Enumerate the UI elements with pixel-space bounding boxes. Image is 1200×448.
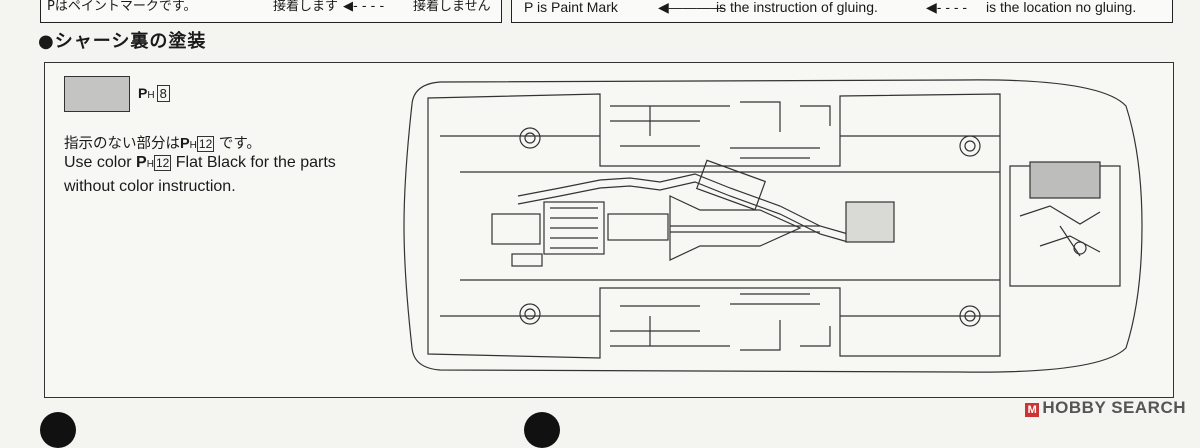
legend-en-no-glue: is the location no gluing. <box>986 0 1137 15</box>
note-en-number: 12 <box>153 155 172 171</box>
legend-en-solid-arrow: ◀———— <box>658 0 725 15</box>
legend-jp-no-glue: 接着しません <box>413 0 491 14</box>
legend-en-glue: is the instruction of gluing. <box>716 0 878 15</box>
next-step-circle-a <box>40 412 76 448</box>
rear-left-hub <box>959 135 981 157</box>
watermark-logo-icon: M <box>1025 403 1040 417</box>
note-jp-before: 指示のない部分は <box>64 136 180 152</box>
note-en-after: Flat Black for the parts <box>171 154 336 171</box>
paint-swatch <box>64 76 130 112</box>
legend-english: P is Paint Mark ◀———— is the instruction… <box>511 0 1173 23</box>
note-jp-number: 12 <box>196 136 215 152</box>
front-right-hub <box>519 303 541 325</box>
catalytic-converter <box>695 159 767 211</box>
exhaust-pipe <box>517 173 849 235</box>
legend-japanese: Pはペイントマークです。 接着します ◀- - - - 接着しません <box>40 0 502 23</box>
instruction-frame <box>44 62 1174 398</box>
rear-gray-panel <box>1029 161 1101 199</box>
floor-panel <box>427 93 1001 359</box>
rear-right-hub <box>959 305 981 327</box>
section-title: ●シャーシ裏の塗装 <box>38 31 207 52</box>
legend-en-paint-mark: P is Paint Mark <box>524 0 618 15</box>
chassis-underside-diagram <box>403 79 1143 373</box>
legend-en-dash-arrow: ◀- - - - <box>926 0 968 15</box>
engine-block <box>491 213 541 245</box>
paint-mark-p: P <box>138 85 148 101</box>
top-legend-strip: Pはペイントマークです。 接着します ◀- - - - 接着しません P is … <box>0 0 1200 24</box>
muffler <box>845 201 895 243</box>
legend-jp-glue: 接着します <box>273 0 339 14</box>
legend-jp-dash-arrow: ◀- - - - <box>343 0 385 14</box>
paint-number-box: 8 <box>156 85 170 102</box>
note-jp-after: です。 <box>214 136 261 152</box>
legend-jp-paint-mark: Pはペイントマークです。 <box>47 0 197 14</box>
note-en-line2: without color instruction. <box>64 178 236 195</box>
front-left-hub <box>519 127 541 149</box>
chassis-outline <box>403 79 1143 373</box>
next-step-circle-b <box>524 412 560 448</box>
paint-mark-h: H <box>147 90 155 101</box>
note-en-before: Use color <box>64 154 137 171</box>
watermark-text: HOBBY SEARCH <box>1042 398 1186 417</box>
